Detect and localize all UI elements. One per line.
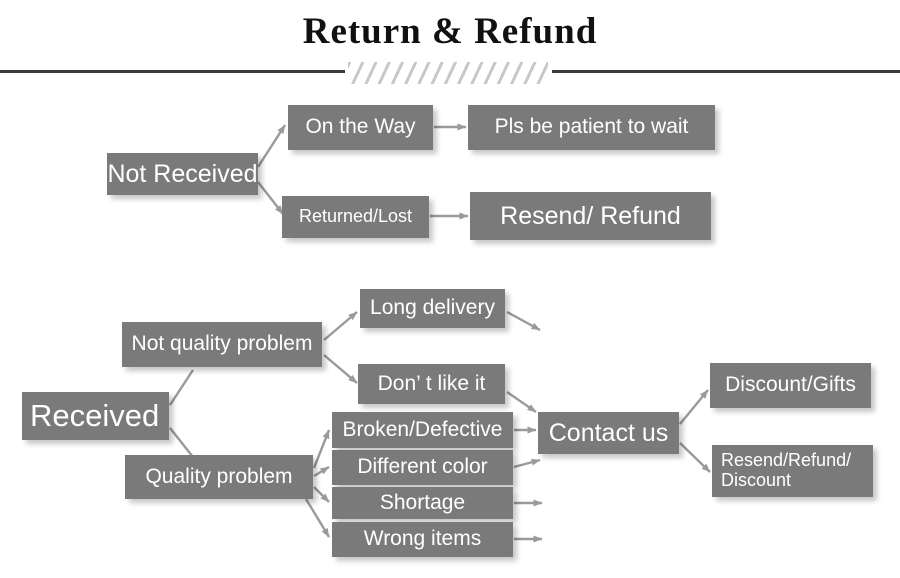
edge-quality-to-wrong-items (304, 498, 331, 538)
resend-refund-discount-line-1: Resend/Refund/ (721, 450, 852, 471)
node-returned-lost[interactable]: Returned/Lost (282, 196, 429, 238)
node-long-delivery[interactable]: Long delivery (360, 289, 505, 328)
divider-rule-right (552, 70, 900, 73)
node-discount-gifts[interactable]: Discount/Gifts (710, 363, 871, 408)
node-not-quality-problem[interactable]: Not quality problem (122, 322, 322, 367)
node-dont-like-it[interactable]: Don’ t like it (358, 364, 505, 404)
node-not-received[interactable]: Not Received (107, 153, 258, 195)
node-received[interactable]: Received (22, 392, 169, 440)
edge-received-to-not-quality-problem (168, 369, 195, 406)
resend-refund-discount-line-2: Discount (721, 470, 792, 490)
node-broken-defective[interactable]: Broken/Defective (332, 412, 513, 448)
title-divider (0, 62, 900, 84)
edge-not-received-to-returned-lost (257, 181, 284, 215)
node-shortage[interactable]: Shortage (332, 487, 513, 519)
node-wrong-items[interactable]: Wrong items (332, 522, 513, 557)
edge-contact-us-to-resend-refund-discount (679, 442, 711, 473)
edge-received-to-quality-problem (169, 427, 194, 458)
divider-rule-left (0, 70, 345, 73)
node-quality-problem[interactable]: Quality problem (125, 455, 313, 499)
edge-long-delivery-to-contact-us (506, 310, 541, 332)
node-on-the-way[interactable]: On the Way (288, 105, 433, 150)
edge-contact-us-to-discount-gifts (679, 389, 709, 425)
edge-different-color-to-contact-us (513, 458, 541, 469)
page-title: Return & Refund (302, 11, 598, 52)
node-resend-refund[interactable]: Resend/ Refund (470, 192, 711, 240)
diagonal-hatch-ornament-icon (348, 62, 548, 84)
edge-quality-to-shortage (313, 486, 330, 503)
node-contact-us[interactable]: Contact us (538, 412, 679, 454)
edge-not-received-to-on-the-way (256, 124, 287, 168)
edge-not-quality-to-long-delivery (323, 311, 358, 341)
edge-quality-to-broken-defective (312, 429, 331, 469)
node-resend-refund-discount[interactable]: Resend/Refund/ Discount (712, 445, 873, 497)
edge-dont-like-it-to-contact-us (506, 391, 537, 413)
node-different-color[interactable]: Different color (332, 450, 513, 485)
edge-not-quality-to-dont-like-it (323, 354, 358, 384)
node-pls-be-patient-to-wait[interactable]: Pls be patient to wait (468, 105, 715, 150)
edge-quality-to-different-color (313, 465, 330, 478)
